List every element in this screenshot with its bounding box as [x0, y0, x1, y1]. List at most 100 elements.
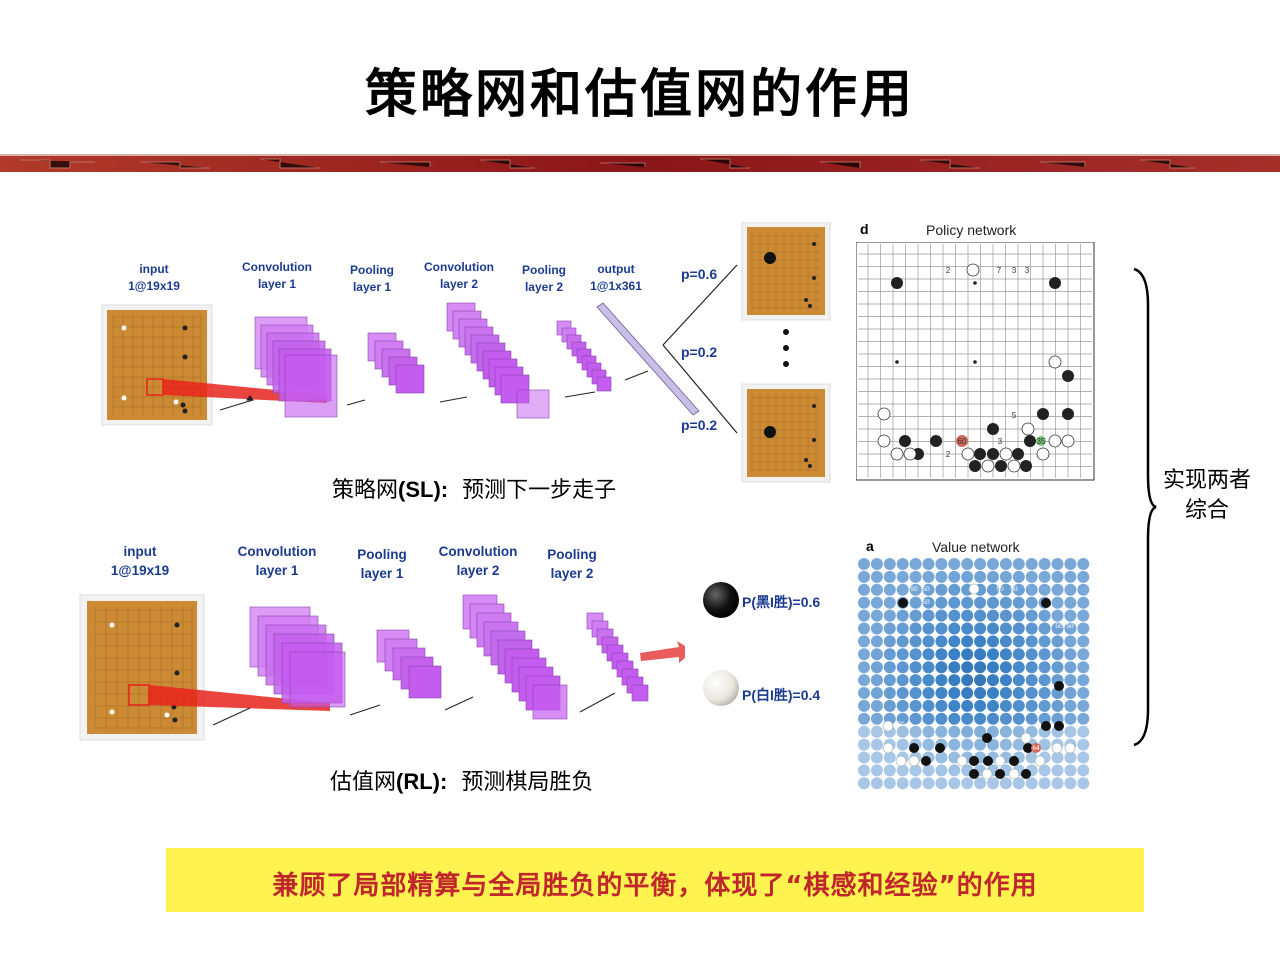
value-heat-dot [987, 558, 999, 570]
value-heat-dot [1064, 777, 1076, 789]
value-conv2-label: Convolution layer 2 [433, 542, 523, 580]
value-heat-dot [987, 713, 999, 725]
value-heat-dot [884, 558, 896, 570]
value-heat-dot [1013, 571, 1025, 583]
value-panel-num: 50 [1010, 586, 1018, 593]
value-heat-dot [1013, 661, 1025, 673]
value-heat-dot [1013, 635, 1025, 647]
value-heat-dot [884, 610, 896, 622]
value-heat-dot [923, 661, 935, 673]
value-heat-dot [897, 623, 909, 635]
value-heat-dot [961, 687, 973, 699]
policy-input-board [102, 305, 212, 425]
value-heat-dot [1000, 597, 1012, 609]
policy-panel-num: 3 [1025, 266, 1030, 275]
value-heat-dot [987, 674, 999, 686]
policy-panel-num: 2 [946, 266, 951, 275]
value-heat-dot [1039, 700, 1051, 712]
value-heat-dot [910, 597, 922, 609]
value-heat-dot [884, 674, 896, 686]
value-heat-dot [1064, 700, 1076, 712]
value-heat-dot [1052, 635, 1064, 647]
value-heat-dot [897, 584, 909, 596]
value-heat-dot [935, 713, 947, 725]
value-heat-dot [923, 635, 935, 647]
curly-brace [1128, 265, 1158, 750]
value-heat-dot [858, 752, 870, 764]
value-heat-dot [923, 777, 935, 789]
value-heat-dot [935, 726, 947, 738]
policy-panel-num: 5 [1012, 411, 1017, 420]
value-conv2-stack [463, 595, 567, 719]
value-heat-dot [884, 752, 896, 764]
candidate-move-boards [740, 222, 836, 484]
value-heat-dot [858, 648, 870, 660]
policy-pool1-stack [368, 333, 424, 393]
value-heat-dot [1013, 623, 1025, 635]
value-heat-dot [1039, 623, 1051, 635]
value-heat-dot [974, 597, 986, 609]
value-heat-dot [987, 623, 999, 635]
outcome-stones [700, 578, 742, 714]
value-heat-dot [1000, 739, 1012, 751]
value-heat-dot [1026, 584, 1038, 596]
value-heat-dot [961, 713, 973, 725]
value-pool2-label: Pooling layer 2 [538, 545, 606, 583]
value-caption-desc: 预测棋局胜负 [461, 770, 593, 795]
value-heat-dot [897, 558, 909, 570]
value-heat-dot [1064, 764, 1076, 776]
value-pool2-stack [587, 613, 648, 701]
value-heat-dot [1000, 777, 1012, 789]
policy-panel-num: 2 [946, 450, 951, 459]
value-heat-dot [858, 674, 870, 686]
value-heat-dot [948, 700, 960, 712]
value-heat-dot [910, 648, 922, 660]
value-heat-dot [1064, 752, 1076, 764]
value-heat-dot [987, 635, 999, 647]
value-heat-dot [897, 610, 909, 622]
policy-caption-prefix: 策略网 [332, 478, 398, 503]
value-heat-dot [871, 635, 883, 647]
value-heat-dot [871, 674, 883, 686]
value-heat-dot [1000, 635, 1012, 647]
value-heat-dot [871, 687, 883, 699]
value-heat-dot [871, 610, 883, 622]
value-heat-dot [948, 597, 960, 609]
value-heat-dot [1013, 674, 1025, 686]
value-heat-dot [1000, 623, 1012, 635]
value-heat-dot [1064, 661, 1076, 673]
value-heat-dot [910, 661, 922, 673]
value-heat-dot [948, 726, 960, 738]
value-heat-dot [1052, 597, 1064, 609]
value-heat-dot [1064, 584, 1076, 596]
value-caption-abbr: (RL): [396, 769, 447, 794]
value-heat-dot [1013, 558, 1025, 570]
value-heat-dot [910, 687, 922, 699]
value-heat-dot [1000, 610, 1012, 622]
value-heat-dot [935, 610, 947, 622]
value-heat-dot [935, 661, 947, 673]
value-heat-dot [1039, 777, 1051, 789]
value-heat-dot [858, 571, 870, 583]
value-heat-dot [935, 635, 947, 647]
value-heat-dot [923, 687, 935, 699]
value-heat-dot [884, 623, 896, 635]
value-heat-dot [871, 713, 883, 725]
value-heat-dot [948, 610, 960, 622]
policy-panel-letter: d [860, 221, 869, 237]
value-heat-dot [948, 674, 960, 686]
value-heat-dot [1026, 777, 1038, 789]
value-heat-dot [1052, 571, 1064, 583]
value-heat-dot [1013, 597, 1025, 609]
value-heat-dot [948, 558, 960, 570]
policy-panel-num: 3 [1012, 266, 1017, 275]
value-heat-dot [858, 739, 870, 751]
value-heat-dot [987, 777, 999, 789]
value-heat-dot [884, 597, 896, 609]
value-pool1-label: Pooling layer 1 [348, 545, 416, 583]
value-heat-dot [858, 597, 870, 609]
value-heat-dot [1039, 571, 1051, 583]
value-heat-dot [884, 777, 896, 789]
value-heat-dot [1026, 571, 1038, 583]
value-heat-dot [961, 635, 973, 647]
